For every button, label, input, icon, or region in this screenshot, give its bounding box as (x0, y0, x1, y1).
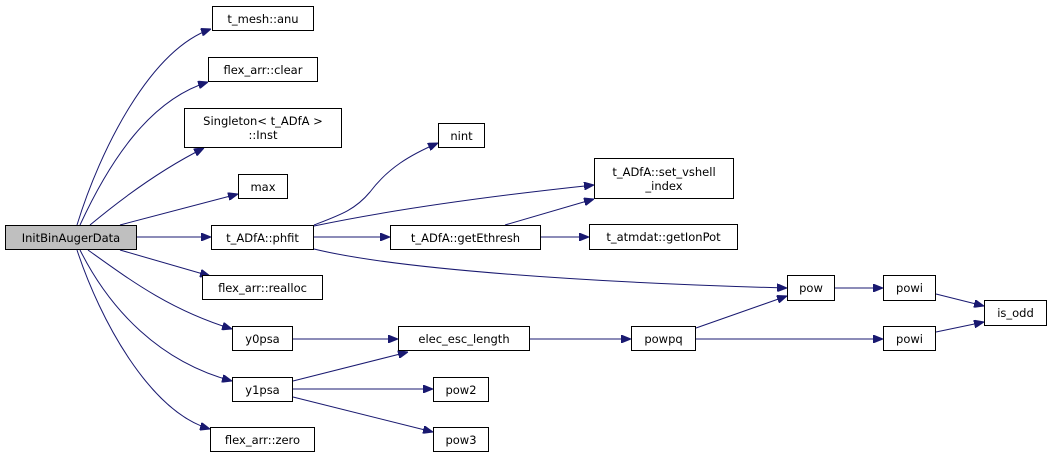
node-pow3[interactable]: pow3 (433, 427, 489, 452)
node-label: t_ADfA::set_vshell (612, 164, 716, 179)
edge-phfit-nint (313, 143, 438, 226)
node-label: t_mesh::anu (227, 11, 299, 26)
node-label: t_atmdat::getIonPot (606, 230, 721, 244)
node-label: flex_arr::realloc (218, 280, 307, 295)
edge-root-realloc (119, 249, 210, 276)
node-initbinaugerdata[interactable]: InitBinAugerData (5, 225, 137, 250)
edge-powi-isodd-1 (935, 293, 984, 306)
node-t-adfa-phfit[interactable]: t_ADfA::phfit (211, 225, 314, 250)
node-label: powi (896, 281, 923, 295)
node-label: flex_arr::clear (223, 62, 303, 77)
node-nint[interactable]: nint (438, 123, 485, 148)
node-label: elec_esc_length (418, 331, 510, 346)
node-pow[interactable]: pow (787, 275, 835, 301)
node-label: pow (799, 281, 823, 295)
edge-powpq-pow (695, 296, 787, 329)
edge-root-y1psa (79, 249, 232, 381)
node-label: y0psa (245, 331, 280, 346)
node-powi-1[interactable]: powi (883, 275, 936, 301)
edge-powi-isodd-2 (935, 322, 984, 333)
node-label: max (250, 179, 276, 194)
edge-root-anu (76, 29, 211, 226)
edge-phfit-set-vshell (313, 185, 594, 227)
node-powi-2[interactable]: powi (883, 326, 936, 351)
node-label: flex_arr::zero (224, 432, 301, 447)
edge-root-max (119, 194, 238, 226)
node-t-adfa-set-vshell-index[interactable]: t_ADfA::set_vshell_index (594, 158, 734, 199)
node-label: powpq (644, 331, 683, 346)
edge-phfit-pow (313, 248, 787, 288)
edge-root-clear (79, 82, 208, 226)
node-singleton-inst[interactable]: Singleton< t_ADfA >::Inst (184, 108, 342, 148)
node-label: ::Inst (248, 128, 278, 142)
node-label: pow2 (445, 382, 477, 397)
node-is-odd[interactable]: is_odd (984, 300, 1047, 326)
edge-root-y0psa (87, 249, 232, 329)
node-t-mesh-anu[interactable]: t_mesh::anu (212, 6, 314, 31)
node-flex-arr-zero[interactable]: flex_arr::zero (210, 427, 315, 452)
node-t-atmdat-getionpot[interactable]: t_atmdat::getIonPot (589, 224, 738, 250)
node-max[interactable]: max (238, 174, 288, 199)
edge-y1psa-pow3 (292, 396, 433, 432)
node-label: is_odd (997, 306, 1034, 320)
node-flex-arr-realloc[interactable]: flex_arr::realloc (202, 275, 323, 300)
node-label: t_ADfA::getEthresh (410, 230, 521, 245)
node-label: powi (896, 331, 923, 346)
edge-root-singleton (89, 148, 204, 226)
node-label: pow3 (445, 432, 477, 447)
node-powpq[interactable]: powpq (631, 326, 696, 351)
edge-y1psa-elec (292, 352, 408, 382)
edge-root-zero (76, 249, 210, 429)
node-elec-esc-length[interactable]: elec_esc_length (398, 326, 530, 351)
node-t-adfa-getethresh[interactable]: t_ADfA::getEthresh (390, 225, 541, 250)
node-label: _index (645, 178, 683, 193)
node-label: nint (450, 128, 473, 143)
node-flex-arr-clear[interactable]: flex_arr::clear (208, 57, 318, 82)
node-label: y1psa (245, 382, 280, 397)
edge-getethresh-set-vshell (504, 199, 594, 226)
node-label: Singleton< t_ADfA > (203, 114, 323, 128)
node-label: InitBinAugerData (21, 230, 121, 245)
node-label: t_ADfA::phfit (226, 230, 299, 245)
node-y0psa[interactable]: y0psa (232, 326, 293, 351)
node-pow2[interactable]: pow2 (433, 377, 489, 402)
node-y1psa[interactable]: y1psa (232, 377, 293, 402)
